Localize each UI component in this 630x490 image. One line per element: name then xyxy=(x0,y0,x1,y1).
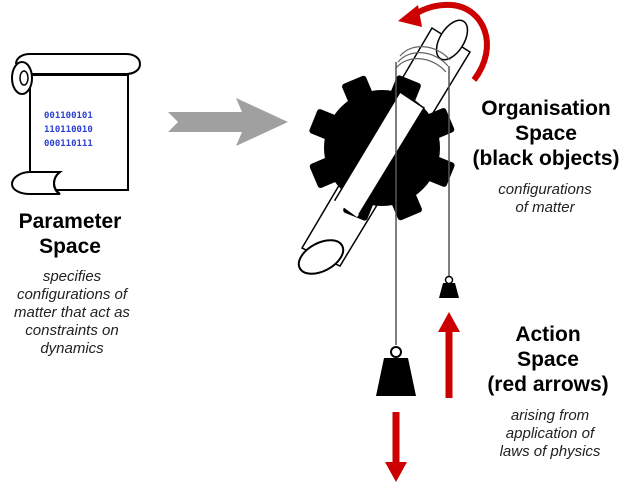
rope-windings xyxy=(395,46,451,73)
scroll-icon: 001100101 110110010 000110111 xyxy=(10,53,142,195)
flow-arrow xyxy=(168,98,288,146)
binary-line-3: 000110111 xyxy=(44,139,93,149)
binary-line-2: 110110010 xyxy=(44,125,93,135)
large-weight xyxy=(376,346,416,396)
action-space-description: arising from application of laws of phys… xyxy=(499,407,601,460)
action-space-title: Action Space (red arrows) xyxy=(487,323,609,396)
parameter-space-title: Parameter Space xyxy=(18,210,122,258)
rotation-arrow xyxy=(412,1,490,82)
parameter-space-description: specifies configurations of matter that … xyxy=(14,268,130,357)
binary-line-1: 001100101 xyxy=(44,111,93,121)
small-weight xyxy=(439,275,459,298)
organisation-space-title: Organisation Space (black objects) xyxy=(472,97,620,170)
organisation-space-description: configurations of matter xyxy=(498,181,592,216)
